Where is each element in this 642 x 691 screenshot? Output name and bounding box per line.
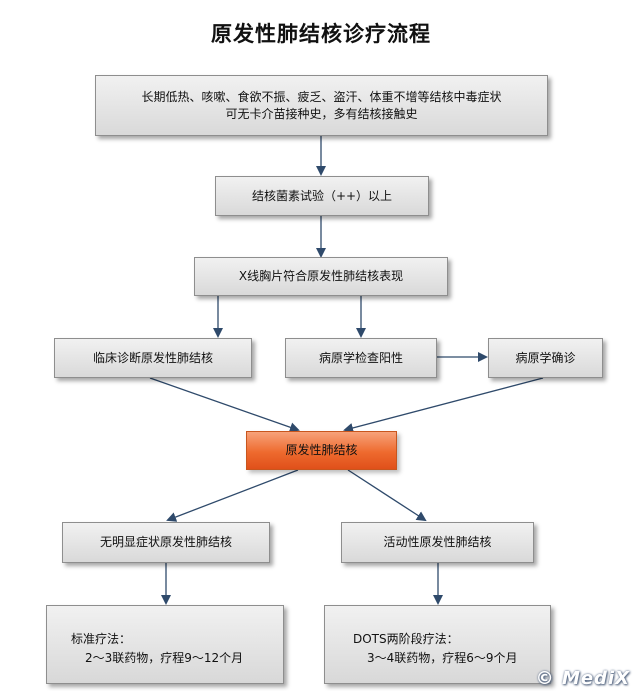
standard-therapy-detail: 2～3联药物，疗程9～12个月	[85, 651, 244, 665]
asymptomatic-tb-label: 无明显症状原发性肺结核	[99, 535, 232, 549]
primary-tb-label: 原发性肺结核	[285, 443, 358, 457]
arrow-clinical-to-primary	[149, 377, 300, 433]
xray-box: X线胸片符合原发性肺结核表现	[194, 257, 448, 296]
tuberculin-test-box: 结核菌素试验（++）以上	[215, 176, 429, 216]
tuberculin-test-label: 结核菌素试验（++）以上	[251, 188, 393, 203]
primary-tb-box: 原发性肺结核	[246, 431, 397, 470]
standard-therapy-box: 标准疗法： 2～3联药物，疗程9～12个月	[46, 605, 284, 684]
active-tb-label: 活动性原发性肺结核	[383, 535, 492, 549]
clinical-diagnosis-label: 临床诊断原发性肺结核	[92, 350, 213, 365]
arrow-confirmed-to-primary	[343, 377, 544, 433]
active-tb-box: 活动性原发性肺结核	[341, 522, 534, 563]
dots-therapy-box: DOTS两阶段疗法： 3～4联药物，疗程6～9个月	[324, 605, 551, 684]
xray-label: X线胸片符合原发性肺结核表现	[238, 269, 404, 283]
pathology-confirmed-box: 病原学确诊	[488, 338, 603, 378]
medix-watermark: © MediX	[535, 668, 630, 689]
standard-therapy-title: 标准疗法：	[71, 632, 132, 646]
dots-therapy-title: DOTS两阶段疗法：	[353, 632, 459, 646]
pathology-positive-label: 病原学检查阳性	[318, 350, 403, 365]
symptoms-line2: 可无卡介苗接种史，多有结核接触史	[225, 107, 418, 121]
symptoms-box: 长期低热、咳嗽、食欲不振、疲乏、盗汗、体重不增等结核中毒症状 可无卡介苗接种史，…	[95, 75, 548, 136]
arrow-primary-to-asymptomatic	[166, 469, 299, 522]
clinical-diagnosis-box: 临床诊断原发性肺结核	[54, 338, 252, 378]
pathology-confirmed-label: 病原学确诊	[515, 350, 576, 365]
symptoms-line1: 长期低热、咳嗽、食欲不振、疲乏、盗汗、体重不增等结核中毒症状	[141, 90, 502, 104]
pathology-positive-box: 病原学检查阳性	[285, 338, 437, 378]
asymptomatic-tb-box: 无明显症状原发性肺结核	[62, 522, 270, 563]
arrow-primary-to-active	[347, 469, 427, 522]
page-title: 原发性肺结核诊疗流程	[211, 22, 431, 46]
dots-therapy-detail: 3～4联药物，疗程6～9个月	[367, 651, 518, 665]
